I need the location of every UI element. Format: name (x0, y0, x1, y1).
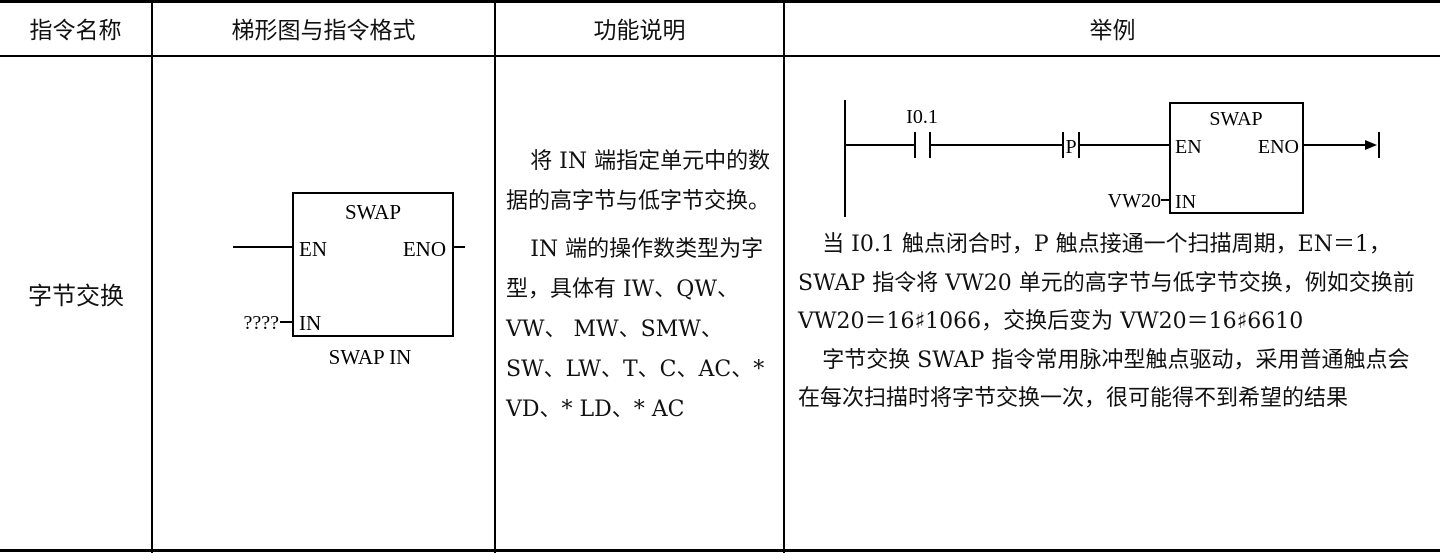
function-description: 将 IN 端指定单元中的数据的高字节与低字节交换。 IN 端的操作数类型为字型，… (506, 142, 774, 430)
instruction-name: 字节交换 (28, 282, 124, 310)
example-description: 当 I0.1 触点闭合时，P 触点接通一个扫描周期，EN＝1，SWAP 指令将 … (798, 226, 1430, 419)
column-divider-3 (783, 0, 785, 553)
example-text-2: 字节交换 SWAP 指令常用脉冲型触点驱动，采用普通触点会在每次扫描时将字节交换… (798, 347, 1410, 412)
table-top-rule (0, 0, 1440, 3)
example-swap-box (1169, 102, 1304, 214)
header-function: 功能说明 (593, 18, 686, 44)
function-text-2: IN 端的操作数类型为字型，具体有 IW、QW、 VW、 MW、SMW、SW、L… (506, 237, 765, 422)
function-text-1: 将 IN 端指定单元中的数据的高字节与低字节交换。 (506, 149, 771, 214)
header-ladder-format: 梯形图与指令格式 (231, 18, 416, 44)
example-ladder-diagram: I0.1 P SWAP EN ENO VW20 IN (844, 100, 1380, 217)
contact-address: I0.1 (906, 106, 938, 128)
column-divider-1 (151, 0, 153, 553)
example-in-operand: VW20 (1108, 190, 1161, 212)
swap-box-title: SWAP (345, 200, 401, 224)
ladder-format-diagram: SWAP EN ENO ???? IN SWAP IN (233, 192, 465, 369)
example-in-pin-label: IN (1175, 191, 1196, 213)
column-divider-2 (494, 0, 496, 553)
example-text-1: 当 I0.1 触点闭合时，P 触点接通一个扫描周期，EN＝1，SWAP 指令将 … (798, 232, 1415, 334)
eno-pin-label: ENO (403, 237, 446, 261)
output-arrowhead (1365, 140, 1377, 150)
in-pin-label: IN (299, 311, 321, 335)
example-en-pin-label: EN (1175, 136, 1202, 158)
en-pin-label: EN (299, 237, 327, 261)
statement-format: SWAP IN (329, 345, 412, 369)
header-instruction-name: 指令名称 (29, 18, 122, 44)
table-bottom-rule (0, 549, 1440, 552)
example-eno-pin-label: ENO (1258, 136, 1299, 158)
example-swap-box-title: SWAP (1209, 108, 1262, 130)
in-operand-label: ???? (243, 312, 279, 334)
header-divider (0, 55, 1440, 57)
pulse-contact-label: P (1065, 136, 1076, 158)
header-example: 举例 (1089, 18, 1136, 44)
swap-box (292, 192, 454, 337)
